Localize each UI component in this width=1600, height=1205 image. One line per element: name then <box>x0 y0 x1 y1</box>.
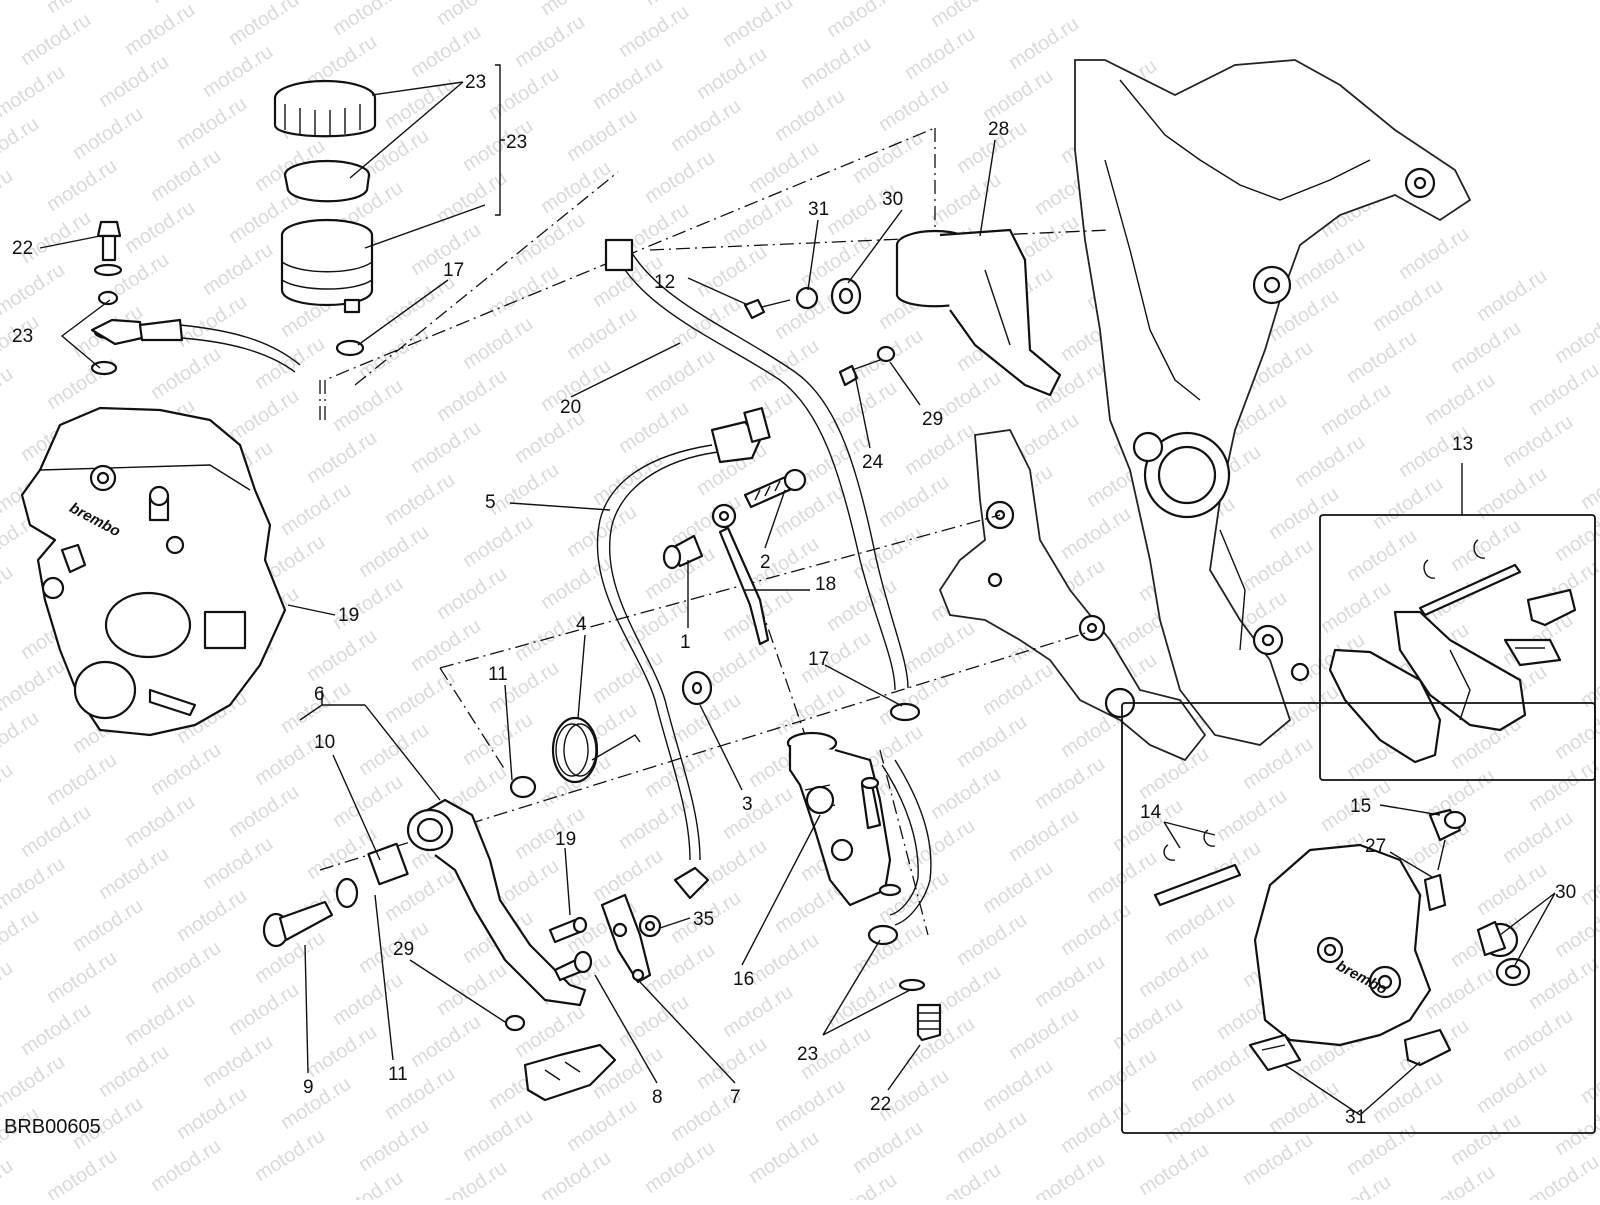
callout-21: 20 <box>560 397 581 418</box>
watermark-text: motod.ru <box>0 165 17 226</box>
callout-12: 12 <box>654 272 675 293</box>
watermark-text: motod.ru <box>0 113 43 174</box>
callout-2: 2 <box>760 552 771 573</box>
watermark-text: motod.ru <box>0 0 17 28</box>
watermark-text: motod.ru <box>1135 1139 1213 1200</box>
callout-9: 9 <box>303 1077 314 1098</box>
callout-30: 31 <box>1345 1107 1366 1128</box>
callout-23-top: 23 <box>12 326 33 347</box>
watermark-text: motod.ru <box>745 1127 823 1188</box>
watermark-text: motod.ru <box>0 853 69 914</box>
watermark-text: motod.ru <box>1551 505 1600 566</box>
callout-3: 3 <box>742 794 753 815</box>
watermark-text: motod.ru <box>0 61 69 122</box>
callout-14: 14 <box>1140 802 1162 823</box>
watermark-text: motod.ru <box>0 759 17 820</box>
callout-17-mid: 17 <box>808 649 829 670</box>
watermark-text: motod.ru <box>0 655 69 716</box>
callout-11-upper: 11 <box>488 664 508 685</box>
callout-19: 19 <box>555 829 576 850</box>
callout-23-bottom: 23 <box>797 1044 818 1065</box>
callout-13: 13 <box>1452 434 1473 455</box>
callout-6: 6 <box>314 684 325 705</box>
watermark-text: motod.ru <box>641 1137 719 1198</box>
callout-10: 10 <box>314 732 335 753</box>
callout-34: 31 <box>808 199 829 220</box>
watermark-text: motod.ru <box>1551 703 1600 764</box>
callout-18: 18 <box>815 574 836 595</box>
callout-11-lower: 11 <box>388 1064 408 1085</box>
watermark-text: motod.ru <box>251 1125 329 1186</box>
watermark-text: motod.ru <box>1551 307 1600 368</box>
watermark-text: motod.ru <box>0 1155 17 1200</box>
callout-1: 1 <box>680 632 691 653</box>
drawing-code: BRB00605 <box>4 1116 101 1138</box>
watermark-text: motod.ru <box>1239 1129 1317 1190</box>
callout-24: 24 <box>862 452 884 473</box>
callout-27: 23 <box>465 72 486 93</box>
callout-22-top: 22 <box>12 238 33 259</box>
callout-20: 19 <box>338 605 359 626</box>
watermark-text: motod.ru <box>0 259 69 320</box>
watermark-text: motod.ru <box>1577 849 1600 910</box>
callout-28: 29 <box>393 939 414 960</box>
callout-32: 29 <box>922 409 943 430</box>
callout-25: 27 <box>1365 836 1386 857</box>
callout-33: 30 <box>882 189 903 210</box>
callout-29: 30 <box>1555 882 1576 903</box>
callout-15: 15 <box>1350 796 1371 817</box>
callout-4: 4 <box>576 614 587 635</box>
watermark-text: motod.ru <box>0 905 43 966</box>
callout-17-top: 17 <box>443 260 464 281</box>
callout-35: 35 <box>693 909 714 930</box>
watermark-text: motod.ru <box>0 1051 69 1112</box>
callout-26: 23 <box>506 132 527 153</box>
watermark-text: motod.ru <box>0 957 17 1018</box>
callout-22-bottom: 22 <box>870 1094 891 1115</box>
callout-5: 5 <box>485 492 496 513</box>
watermark-text: motod.ru <box>0 707 43 768</box>
callout-16: 16 <box>733 969 754 990</box>
watermark-text: motod.ru <box>0 561 17 622</box>
watermark-text: motod.ru <box>0 363 17 424</box>
watermark-text: motod.ru <box>1551 901 1600 962</box>
watermark-text: motod.ru <box>1551 1099 1600 1160</box>
watermark-text: motod.ru <box>1577 453 1600 514</box>
callout-31: 28 <box>988 119 1009 140</box>
callout-7: 7 <box>730 1087 741 1108</box>
watermark-text: motod.ru <box>1577 1047 1600 1108</box>
watermark-text: motod.ru <box>147 1135 225 1196</box>
callout-8: 8 <box>652 1087 663 1108</box>
